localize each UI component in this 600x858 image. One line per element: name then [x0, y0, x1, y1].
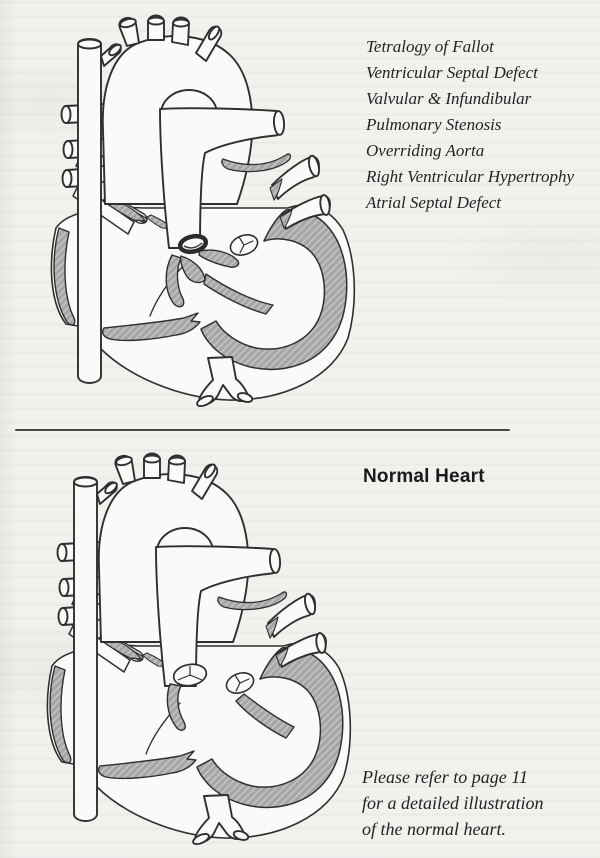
label-tetralogy-of-fallot: Tetralogy of Fallot	[366, 37, 494, 56]
label-overriding-aorta: Overriding Aorta	[366, 141, 485, 160]
label-right-ventricular-hypertrophy: Right Ventricular Hypertrophy	[366, 167, 575, 186]
tetralogy-label-list: Tetralogy of Fallot Ventricular Septal D…	[366, 37, 581, 219]
note-line-2: for a detailed illustration	[362, 793, 544, 813]
normal-heart-diagram-icon	[46, 452, 352, 848]
page-reference-note: Please refer to page 11 for a detailed i…	[362, 764, 582, 842]
label-pulmonary-stenosis: Pulmonary Stenosis	[366, 115, 502, 134]
note-line-1: Please refer to page 11	[362, 767, 528, 787]
normal-heart-heading: Normal Heart	[363, 466, 485, 487]
note-line-3: of the normal heart.	[362, 819, 506, 839]
label-valvular-infundibular: Valvular & Infundibular	[366, 89, 532, 108]
tetralogy-heart-diagram-icon	[50, 14, 356, 410]
label-atrial-septal-defect: Atrial Septal Defect	[366, 193, 502, 212]
section-divider	[15, 429, 510, 431]
label-ventricular-septal-defect: Ventricular Septal Defect	[366, 63, 538, 82]
